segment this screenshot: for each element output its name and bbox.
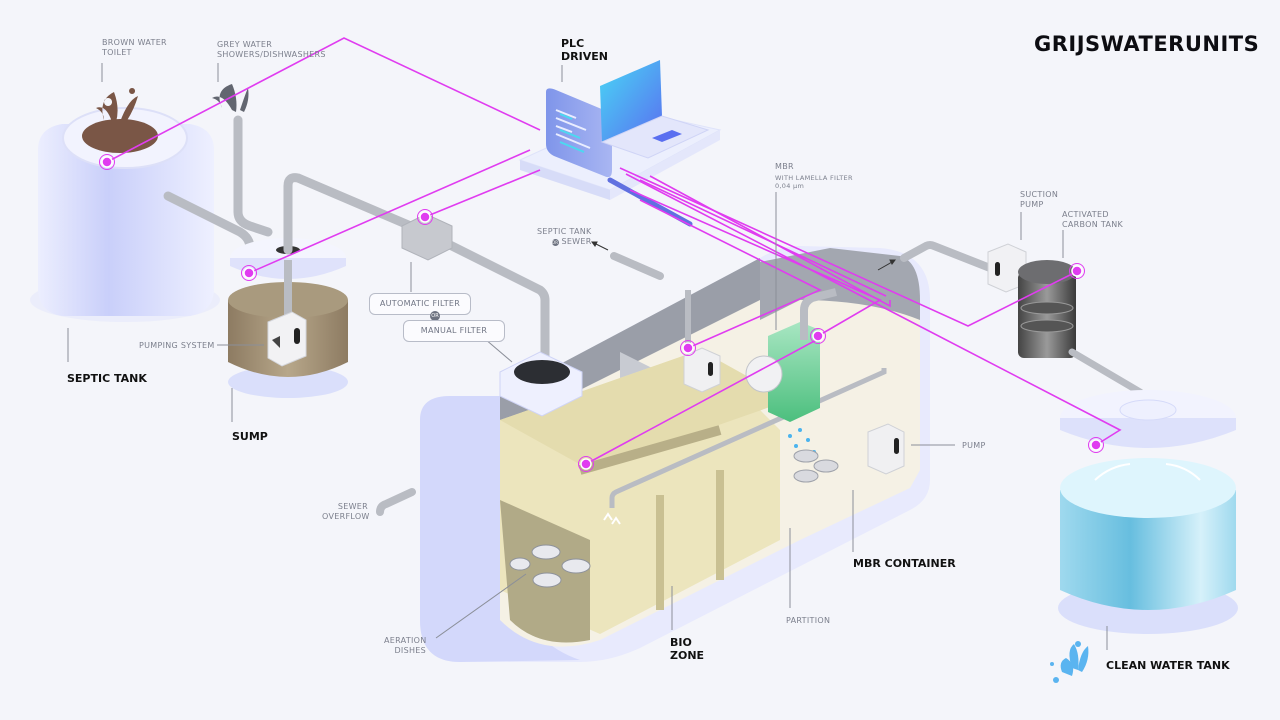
label-mbr-container: MBR CONTAINER: [853, 557, 956, 570]
label-mbr: MBR: [775, 162, 794, 171]
main-tank: [376, 246, 930, 662]
plc-unit: [546, 88, 612, 178]
brown-water: [82, 119, 158, 153]
label-sewer-overflow: SEWER OVERFLOW: [322, 502, 370, 521]
label-bio-zone: BIO ZONE: [670, 636, 705, 662]
flow-arrows: [591, 241, 896, 271]
septic-tank: [30, 88, 220, 322]
mbr-filter: [768, 322, 820, 422]
pump-switch-icon: [294, 328, 300, 344]
label-septic-or-sewer: SEPTIC TANK OR SEWER: [537, 227, 592, 246]
water-splash-icon: [1050, 641, 1089, 683]
activated-carbon-tank: [1018, 260, 1152, 408]
label-sump: SUMP: [232, 430, 268, 443]
label-mbr-detail: WITH LAMELLA FILTER 0,04 µm: [775, 174, 853, 190]
or-badge: OR: [430, 311, 440, 321]
sump: [228, 238, 348, 398]
label-suction-pump: SUCTION PUMP: [1020, 190, 1059, 209]
clean-water-tank: [1058, 390, 1238, 634]
mbr-pump: [867, 423, 905, 475]
label-pumping-system: PUMPING SYSTEM: [139, 341, 215, 350]
label-partition: PARTITION: [786, 616, 831, 625]
aeration-dishes: [509, 544, 591, 588]
label-aeration-dishes: AERATION DISHES: [384, 636, 427, 655]
leader-lines: [67, 63, 1108, 650]
laptop-screen: [600, 60, 662, 142]
sewer-overflow-pipe: [376, 488, 416, 516]
label-brown-water: BROWN WATER TOILET: [102, 38, 167, 57]
label-clean-water-tank: CLEAN WATER TANK: [1106, 659, 1230, 672]
grey-water-inlet: [212, 84, 273, 237]
brown-splash-icon: [96, 88, 138, 122]
automatic-filter-option: AUTOMATIC FILTER: [369, 293, 471, 315]
diagram-title: GRIJSWATERUNITS: [1034, 32, 1260, 56]
label-activated-carbon: ACTIVATED CARBON TANK: [1062, 210, 1124, 229]
label-grey-water: GREY WATER SHOWERS/DISHWASHERS: [217, 40, 326, 59]
label-pump: PUMP: [962, 441, 986, 450]
label-septic-tank: SEPTIC TANK: [67, 372, 147, 385]
cable-bundle: [607, 177, 693, 227]
label-plc-driven: PLC DRIVEN: [561, 37, 608, 63]
manual-filter-option: MANUAL FILTER: [403, 320, 505, 342]
signal-lines: [106, 37, 1122, 465]
sensor-nodes: [99, 154, 1104, 472]
plc-station: [518, 60, 722, 227]
